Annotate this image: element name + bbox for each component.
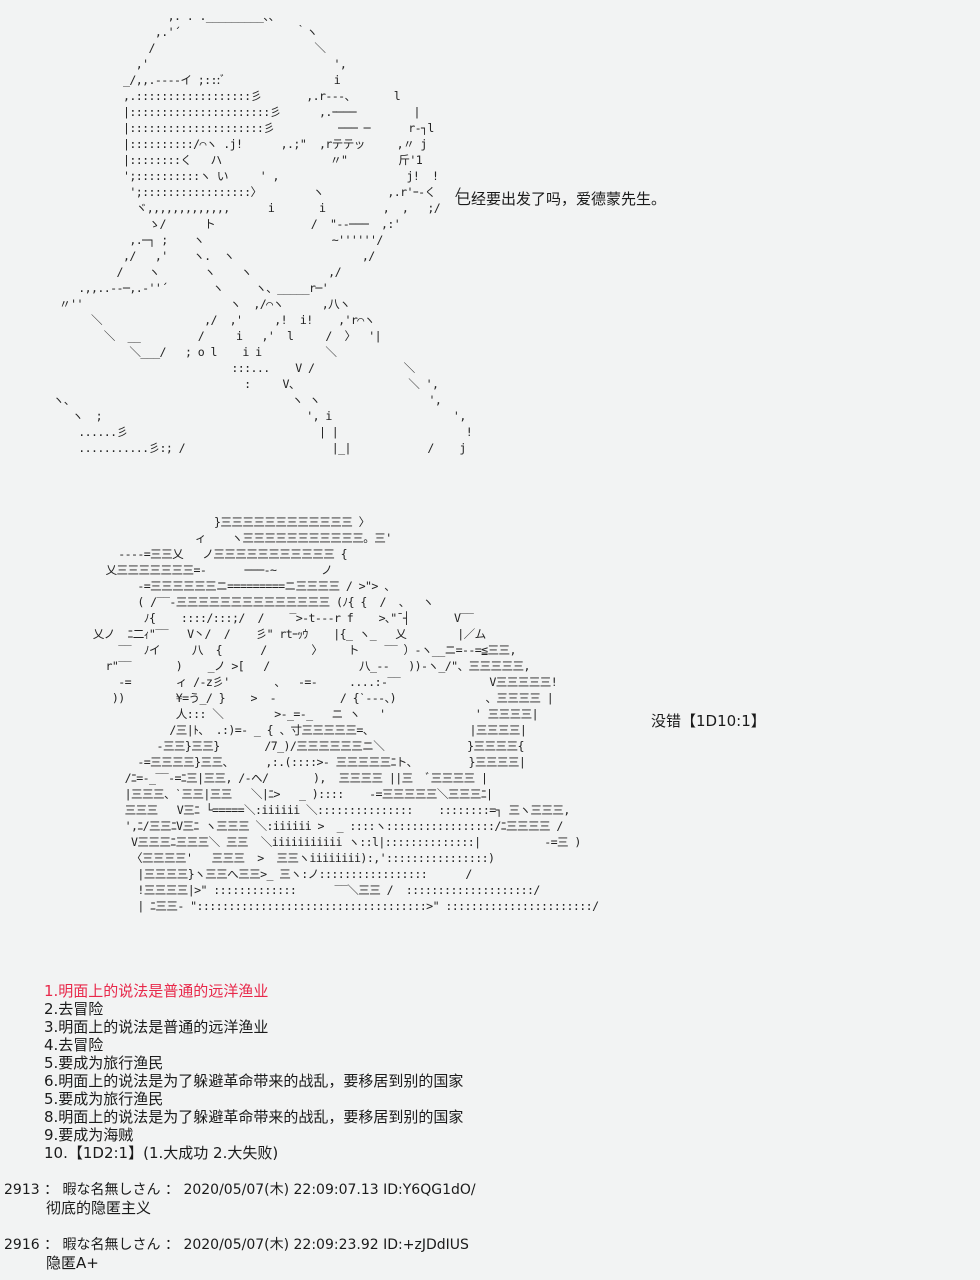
separator: ： xyxy=(44,1182,59,1198)
poster-name: 暇な名無しさん xyxy=(62,1237,161,1253)
poster-id: ID:Y6QG1dO/ xyxy=(383,1182,476,1198)
reply-post: 2913 ： 暇な名無しさん ： 2020/05/07(木) 22:09:07.… xyxy=(4,1181,476,1217)
post-date: 2020/05/07(木) 22:09:07.13 xyxy=(183,1182,379,1198)
choice-item: 5.要成为旅行渔民 xyxy=(44,1054,164,1072)
choice-item: 4.去冒险 xyxy=(44,1036,104,1054)
choice-item: 2.去冒险 xyxy=(44,1000,104,1018)
reply-header: 2916 ： 暇な名無しさん ： 2020/05/07(木) 22:09:23.… xyxy=(4,1236,469,1254)
reply-header: 2913 ： 暇な名無しさん ： 2020/05/07(木) 22:09:07.… xyxy=(4,1181,476,1199)
poster-name: 暇な名無しさん xyxy=(62,1182,161,1198)
choice-item: 6.明面上的说法是为了躲避革命带来的战乱，要移居到别的国家 xyxy=(44,1072,464,1090)
separator: ： xyxy=(44,1237,59,1253)
post-date: 2020/05/07(木) 22:09:23.92 xyxy=(183,1237,379,1253)
choice-item: 8.明面上的说法是为了躲避革命带来的战乱，要移居到别的国家 xyxy=(44,1108,464,1126)
separator: ： xyxy=(165,1237,179,1253)
dialogue-line-2: 没错【1D10:1】 xyxy=(651,712,766,730)
reply-post: 2916 ： 暇な名無しさん ： 2020/05/07(木) 22:09:23.… xyxy=(4,1236,469,1272)
reply-body: 隐匿A+ xyxy=(46,1254,99,1272)
post-number[interactable]: 2916 xyxy=(4,1237,40,1253)
dialogue-line-1: 已经要出发了吗，爱德蒙先生。 xyxy=(456,190,667,208)
choice-item: 9.要成为海贼 xyxy=(44,1126,134,1144)
choice-item: 10.【1D2:1】(1.大成功 2.大失败) xyxy=(44,1144,279,1162)
ascii-art-figure-man: ,. . ._________、、 ,.'´ ｀ヽ / ＼ ,' ', _/,,… xyxy=(52,9,473,455)
ascii-art-figure-ship: }三三三三三三三三三三三三 〉 ィ ヽ三三三三三三三三三三三。三' ‐‐‐‐=三… xyxy=(92,515,599,913)
choice-item: 5.要成为旅行渔民 xyxy=(44,1090,164,1108)
separator: ： xyxy=(165,1182,179,1198)
choice-item: 1.明面上的说法是普通的远洋渔业 xyxy=(44,982,269,1000)
post-number[interactable]: 2913 xyxy=(4,1182,40,1198)
reply-body: 彻底的隐匿主义 xyxy=(46,1199,152,1217)
choice-list: 1.明面上的说法是普通的远洋渔业 2.去冒险 3.明面上的说法是普通的远洋渔业 … xyxy=(44,982,463,1162)
choice-item: 3.明面上的说法是普通的远洋渔业 xyxy=(44,1018,269,1036)
poster-id: ID:+zJDdIUS xyxy=(383,1237,469,1253)
